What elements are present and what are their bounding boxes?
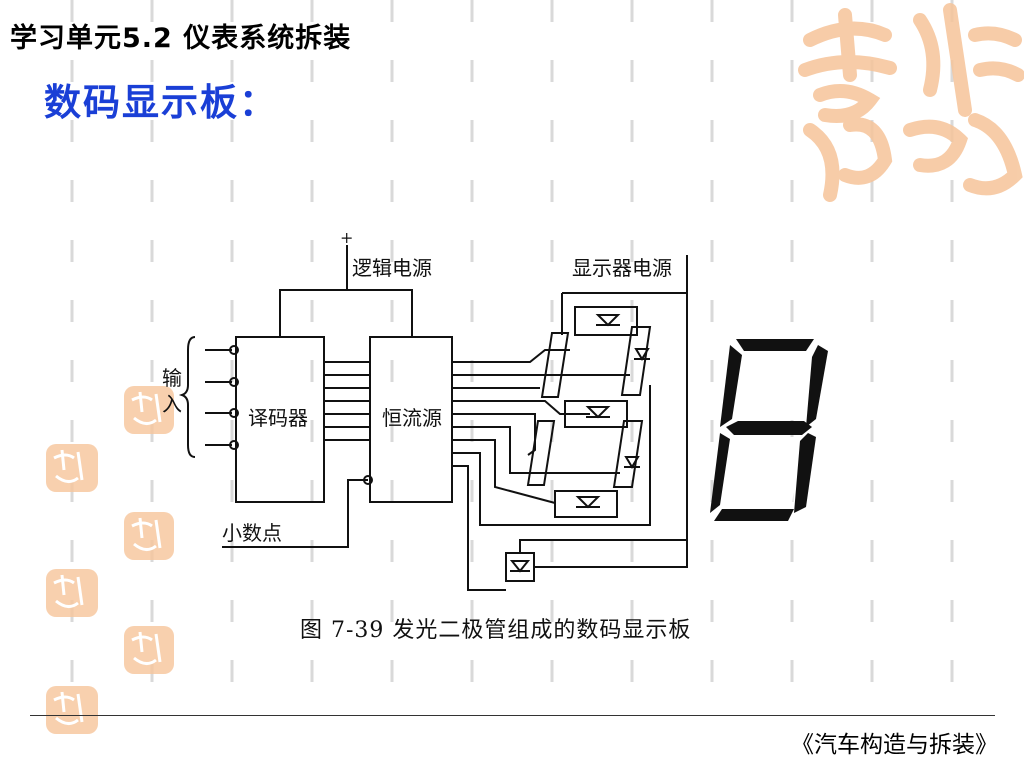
footer-book-title: 《汽车构造与拆装》 <box>791 732 998 758</box>
input-label-char2: 入 <box>162 392 182 416</box>
calligraphy-watermark-logo <box>798 3 1024 202</box>
current-source-box <box>369 336 453 503</box>
footer-divider <box>30 715 995 716</box>
current-source-output-lines <box>452 349 651 591</box>
slide-title: 数码显示板： <box>44 81 278 124</box>
logic-power-label: 逻辑电源 <box>352 256 432 280</box>
decimal-point-line <box>222 479 368 548</box>
seal-stamp-3 <box>124 512 174 560</box>
input-brace <box>178 336 196 458</box>
led-segment-array <box>526 306 652 518</box>
seal-stamp-4 <box>46 569 98 617</box>
decoder-box <box>235 336 325 503</box>
seal-stamp-2 <box>46 444 98 492</box>
unit-title: 学习单元5.2 仪表系统拆装 <box>10 23 352 54</box>
seal-stamp-5 <box>124 626 174 674</box>
figure-caption: 图 7-39 发光二极管组成的数码显示板 <box>300 618 692 643</box>
seal-stamp-1 <box>124 386 174 434</box>
segment-diodes <box>575 314 650 509</box>
led-display-circuit-diagram: + 逻辑电源 显示器电源 输 入 译码器 恒流源 小数点 <box>162 228 688 591</box>
plus-symbol: + <box>340 228 353 247</box>
input-lines <box>205 349 232 446</box>
display-power-label: 显示器电源 <box>572 256 672 280</box>
decoder-label: 译码器 <box>248 406 308 430</box>
input-label-char1: 输 <box>162 366 182 390</box>
seven-segment-digit-illustration <box>710 339 828 521</box>
decimal-point-label: 小数点 <box>222 521 282 545</box>
decoder-output-lines <box>324 361 370 441</box>
decimal-point-diode-box <box>505 552 535 582</box>
logic-power-bus <box>279 289 413 337</box>
seal-stamp-6 <box>46 686 98 734</box>
current-source-label: 恒流源 <box>382 406 442 430</box>
